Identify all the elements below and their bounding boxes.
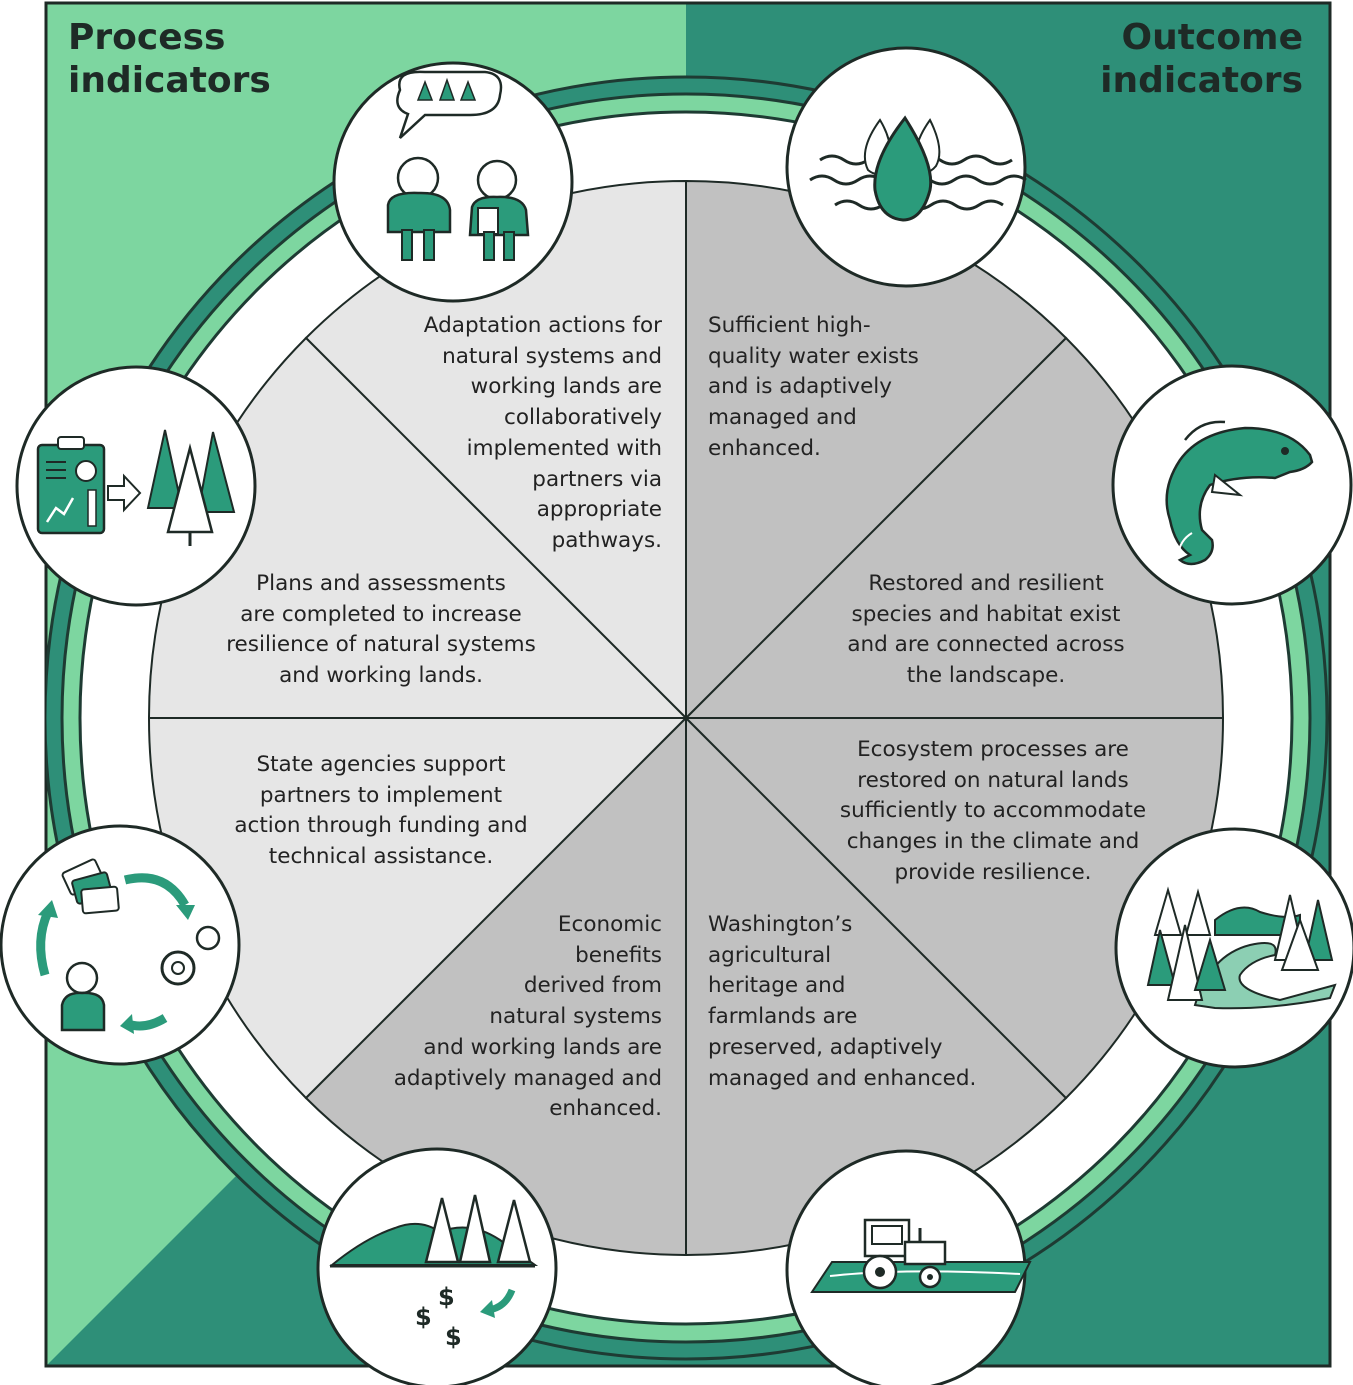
state-agencies-text: State agencies support partners to implem… — [234, 750, 527, 873]
svg-text:$: $ — [415, 1303, 432, 1331]
landscape-money-icon: $ $ $ — [316, 1147, 558, 1385]
adaptation-actions-line: pathways. — [551, 527, 662, 553]
species-habitat-line: Restored and resilient — [868, 571, 1104, 596]
agricultural-heritage-line: heritage and — [708, 973, 846, 999]
state-agencies-line: partners to implement — [259, 782, 503, 808]
plans-assessments-line: and working lands. — [279, 663, 483, 689]
tractor-field-icon — [785, 1149, 1032, 1385]
water-line: enhanced. — [708, 435, 821, 461]
species-habitat-line: and are connected across — [847, 632, 1125, 658]
adaptation-actions-line: partners via — [532, 466, 662, 492]
economic-benefits-line: enhanced. — [549, 1096, 662, 1122]
species-habitat-line: the landscape. — [906, 663, 1066, 689]
economic-benefits-line: derived from — [523, 973, 662, 999]
process-heading-line-1: Process — [68, 17, 226, 58]
agricultural-heritage-line: farmlands are — [708, 1004, 858, 1030]
economic-benefits-line: and working lands are — [423, 1034, 662, 1060]
process-heading-line-2: indicators — [68, 60, 271, 101]
salmon-icon — [1111, 364, 1353, 606]
adaptation-actions-line: appropriate — [536, 497, 662, 523]
water-drop-icon — [785, 46, 1027, 288]
economic-benefits-text: Economic benefits derived from natural syst… — [394, 910, 662, 1125]
agricultural-heritage-line: preserved, adaptively — [708, 1034, 943, 1060]
ecosystem-processes-text: Ecosystem processes are restored on natur… — [840, 735, 1146, 889]
process-indicators-heading: Process indicators — [68, 16, 271, 102]
adaptation-actions-line: natural systems and — [442, 343, 662, 369]
agricultural-heritage-line: agricultural — [708, 942, 832, 968]
economic-benefits-line: benefits — [575, 942, 662, 968]
ecosystem-processes-line: sufficiently to accommodate — [839, 798, 1147, 824]
people-discussing-trees-icon — [332, 61, 574, 303]
adaptation-actions-text: Adaptation actions for natural systems an… — [424, 311, 662, 557]
forest-river-icon — [1114, 827, 1353, 1069]
funding-cycle-icon — [0, 824, 241, 1066]
state-agencies-line: State agencies support — [256, 752, 506, 777]
ecosystem-processes-line: provide resilience. — [894, 859, 1092, 885]
plans-assessments-line: Plans and assessments — [256, 571, 506, 596]
svg-text:$: $ — [445, 1323, 462, 1351]
ecosystem-processes-line: changes in the climate and — [846, 829, 1140, 855]
ecosystem-processes-line: Ecosystem processes are — [857, 737, 1129, 762]
economic-benefits-line: natural systems — [489, 1004, 662, 1030]
state-agencies-line: technical assistance. — [268, 844, 494, 870]
adaptation-actions-line: working lands are — [470, 374, 662, 400]
agricultural-heritage-line: managed and enhanced. — [708, 1065, 977, 1091]
species-habitat-line: species and habitat exist — [851, 601, 1121, 627]
economic-benefits-line: Economic — [557, 912, 662, 937]
ecosystem-processes-line: restored on natural lands — [857, 767, 1129, 793]
plans-assessments-line: resilience of natural systems — [226, 632, 536, 658]
plans-assessments-text: Plans and assessments are completed to in… — [226, 569, 536, 692]
outcome-heading-line-2: indicators — [1100, 60, 1303, 101]
state-agencies-line: action through funding and — [234, 813, 528, 839]
plans-assessments-line: are completed to increase — [240, 601, 522, 627]
plan-report-to-forest-icon — [15, 365, 257, 607]
economic-benefits-line: adaptively managed and — [393, 1065, 662, 1091]
outcome-heading-line-1: Outcome — [1121, 17, 1303, 58]
water-line: and is adaptively — [708, 374, 892, 400]
agricultural-heritage-text: Washington’s agricultural heritage and farm… — [708, 910, 976, 1094]
water-line: quality water exists — [708, 343, 919, 369]
species-habitat-text: Restored and resilient species and habita… — [847, 569, 1124, 692]
water-line: managed and — [708, 405, 857, 431]
water-text: Sufficient high-quality water exists and … — [708, 311, 919, 465]
adaptation-actions-line: collaboratively — [504, 405, 662, 431]
adaptation-actions-line: Adaptation actions for — [423, 313, 662, 338]
water-line: Sufficient high- — [708, 313, 871, 338]
svg-text:$: $ — [438, 1283, 455, 1311]
agricultural-heritage-line: Washington’s — [708, 912, 853, 937]
adaptation-actions-line: implemented with — [466, 435, 662, 461]
outcome-indicators-heading: Outcome indicators — [1100, 16, 1303, 102]
